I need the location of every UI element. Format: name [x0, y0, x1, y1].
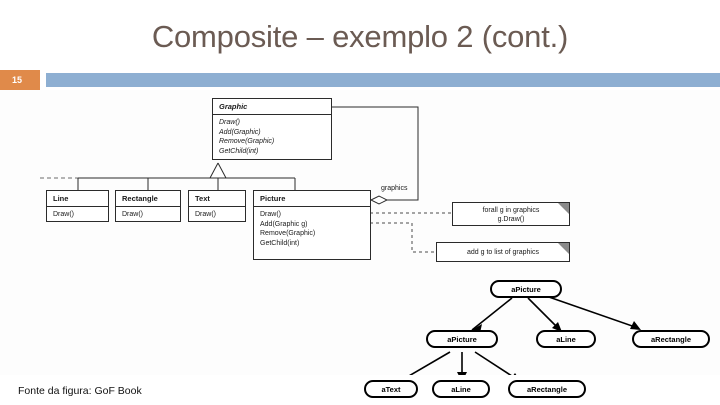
header-divider-bar [46, 73, 720, 87]
uml-class-picture: Picture Draw() Add(Graphic g) Remove(Gra… [253, 190, 371, 260]
uml-class-rectangle: Rectangle Draw() [115, 190, 181, 222]
uml-class-line: Line Draw() [46, 190, 109, 222]
uml-class-graphic: Graphic Draw() Add(Graphic) Remove(Graph… [212, 98, 332, 160]
operation-draw: Draw() [53, 211, 74, 218]
note-line-2: g.Draw() [497, 216, 525, 223]
uml-class-text-operations: Draw() [189, 207, 245, 224]
uml-class-picture-name: Picture [254, 191, 370, 207]
operation-remove: Remove(Graphic) [219, 138, 275, 145]
operation-getchild: GetChild(int) [260, 239, 300, 247]
note-line-1: add g to list of graphics [467, 249, 539, 256]
uml-class-line-name: Line [47, 191, 108, 207]
uml-class-text: Text Draw() [188, 190, 246, 222]
operation-draw: Draw() [122, 211, 143, 218]
object-node-child-aline: aLine [536, 330, 596, 348]
uml-class-line-operations: Draw() [47, 207, 108, 224]
uml-class-graphic-name: Graphic [213, 99, 331, 115]
uml-class-text-name: Text [189, 191, 245, 207]
operation-draw: Draw() [260, 211, 281, 218]
note-forall-graphics: forall g in graphics g.Draw() [452, 202, 570, 226]
note-add-to-list: add g to list of graphics [436, 242, 570, 262]
uml-class-picture-operations: Draw() Add(Graphic g) Remove(Graphic) Ge… [254, 207, 370, 252]
association-label-graphics: graphics [381, 185, 408, 192]
object-node-leaf-atext: aText [364, 380, 418, 398]
figure-composite-pattern: Graphic Draw() Add(Graphic) Remove(Graph… [0, 90, 720, 398]
object-node-leaf-arectangle: aRectangle [508, 380, 586, 398]
uml-class-rectangle-name: Rectangle [116, 191, 180, 207]
operation-add: Add(Graphic) [219, 128, 261, 136]
uml-class-rectangle-operations: Draw() [116, 207, 180, 224]
figure-source-caption: Fonte da figura: GoF Book [18, 385, 142, 397]
page-title: Composite – exemplo 2 (cont.) [151, 19, 569, 54]
slide-number-badge: 15 [0, 70, 40, 90]
object-node-root-apicture: aPicture [490, 280, 562, 298]
object-node-child-apicture: aPicture [426, 330, 498, 348]
operation-draw: Draw() [195, 211, 216, 218]
note-fold-corner-icon [558, 243, 569, 254]
object-node-child-arectangle: aRectangle [632, 330, 710, 348]
uml-class-graphic-operations: Draw() Add(Graphic) Remove(Graphic) GetC… [213, 115, 331, 160]
note-line-1: forall g in graphics [482, 207, 540, 214]
operation-draw: Draw() [219, 119, 240, 126]
object-node-leaf-aline: aLine [432, 380, 490, 398]
operation-getchild: GetChild(int) [219, 147, 259, 155]
note-fold-corner-icon [558, 203, 569, 214]
operation-remove: Remove(Graphic) [260, 230, 316, 237]
operation-add: Add(Graphic g) [260, 220, 308, 228]
